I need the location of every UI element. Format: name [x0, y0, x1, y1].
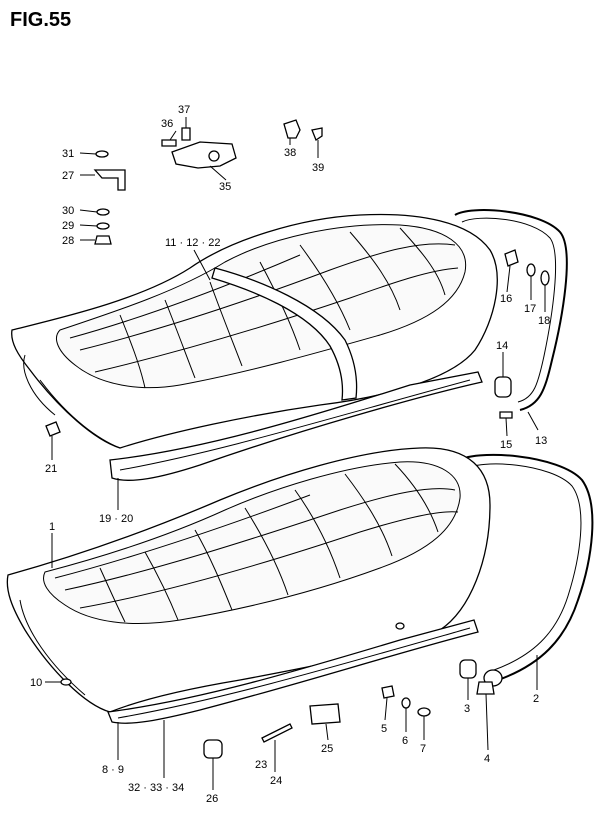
part-14-cushion — [494, 376, 512, 398]
callout-17: 17 — [524, 303, 536, 315]
lower-grab-rail — [454, 453, 594, 681]
callout-31: 31 — [62, 148, 74, 160]
callout-37: 37 — [178, 104, 190, 116]
callout-6: 6 — [402, 735, 408, 747]
part-15-bolt — [499, 411, 513, 419]
callout-25: 25 — [321, 743, 333, 755]
callout-8-9: 8 · 9 — [102, 764, 124, 776]
part-26-damper — [203, 739, 223, 759]
part-3-cushion — [459, 659, 477, 679]
part-29-washer — [96, 222, 110, 230]
upper-seat — [11, 209, 568, 481]
part-38-clip — [283, 119, 301, 139]
callout-10: 10 — [30, 677, 42, 689]
lower-seat-cushion — [43, 461, 461, 624]
upper-trim-strip — [109, 371, 483, 481]
callout-19-20: 19 · 20 — [99, 513, 133, 525]
callout-39: 39 — [312, 162, 324, 174]
lower-seat — [6, 447, 594, 724]
figure-title: FIG.55 — [10, 9, 71, 31]
callout-36: 36 — [161, 118, 173, 130]
part-5-bolt — [381, 685, 395, 699]
part-10-washer — [60, 678, 72, 686]
lower-net-pattern — [54, 463, 459, 623]
callout-7: 7 — [420, 743, 426, 755]
part-16-bolt — [504, 249, 519, 267]
callout-14: 14 — [496, 340, 508, 352]
upper-seat-cushion — [56, 224, 467, 389]
callout-23: 23 — [255, 759, 267, 771]
upper-seat-strap — [211, 267, 358, 401]
part-37-screw — [181, 127, 191, 141]
lower-trim-strip — [107, 619, 479, 724]
callout-26: 26 — [206, 793, 218, 805]
callout-21: 21 — [45, 463, 57, 475]
part-18-washer — [540, 270, 550, 286]
callout-29: 29 — [62, 220, 74, 232]
callout-27: 27 — [62, 170, 74, 182]
callout-15: 15 — [500, 439, 512, 451]
callout-5: 5 — [381, 723, 387, 735]
callout-28: 28 — [62, 235, 74, 247]
part-17-washer — [526, 263, 536, 277]
leader-lines — [45, 117, 546, 790]
part-25-bracket — [309, 703, 341, 725]
callout-35: 35 — [219, 181, 231, 193]
callout-13: 13 — [535, 435, 547, 447]
callout-30: 30 — [62, 205, 74, 217]
part-36-bolt — [161, 139, 177, 147]
callout-24: 24 — [270, 775, 282, 787]
part-39-screw — [311, 127, 323, 141]
part-35-seat-lock — [171, 141, 237, 169]
part-21-nut — [45, 421, 61, 437]
part-6-washer — [401, 697, 411, 709]
callout-4: 4 — [484, 753, 490, 765]
part-31-nut — [95, 150, 109, 158]
callout-2: 2 — [533, 693, 539, 705]
callout-16: 16 — [500, 293, 512, 305]
part-7-washer — [417, 707, 431, 717]
callout-3: 3 — [464, 703, 470, 715]
part-4-nut — [476, 681, 495, 695]
part-28-nut — [94, 235, 112, 245]
callout-18: 18 — [538, 315, 550, 327]
callout-38: 38 — [284, 147, 296, 159]
part-23-pin — [261, 723, 293, 743]
callout-32-33-34: 32 · 33 · 34 — [128, 782, 184, 794]
upper-grab-rail — [454, 209, 568, 411]
upper-quilt-pattern — [69, 227, 459, 389]
part-30-washer — [96, 208, 110, 216]
part-27-bracket — [93, 169, 126, 191]
callout-1: 1 — [49, 521, 55, 533]
callout-11-12-22: 11 · 12 · 22 — [165, 237, 220, 249]
callout-labels: 31 27 30 29 28 36 37 35 38 39 11 · 12 · … — [30, 104, 550, 805]
